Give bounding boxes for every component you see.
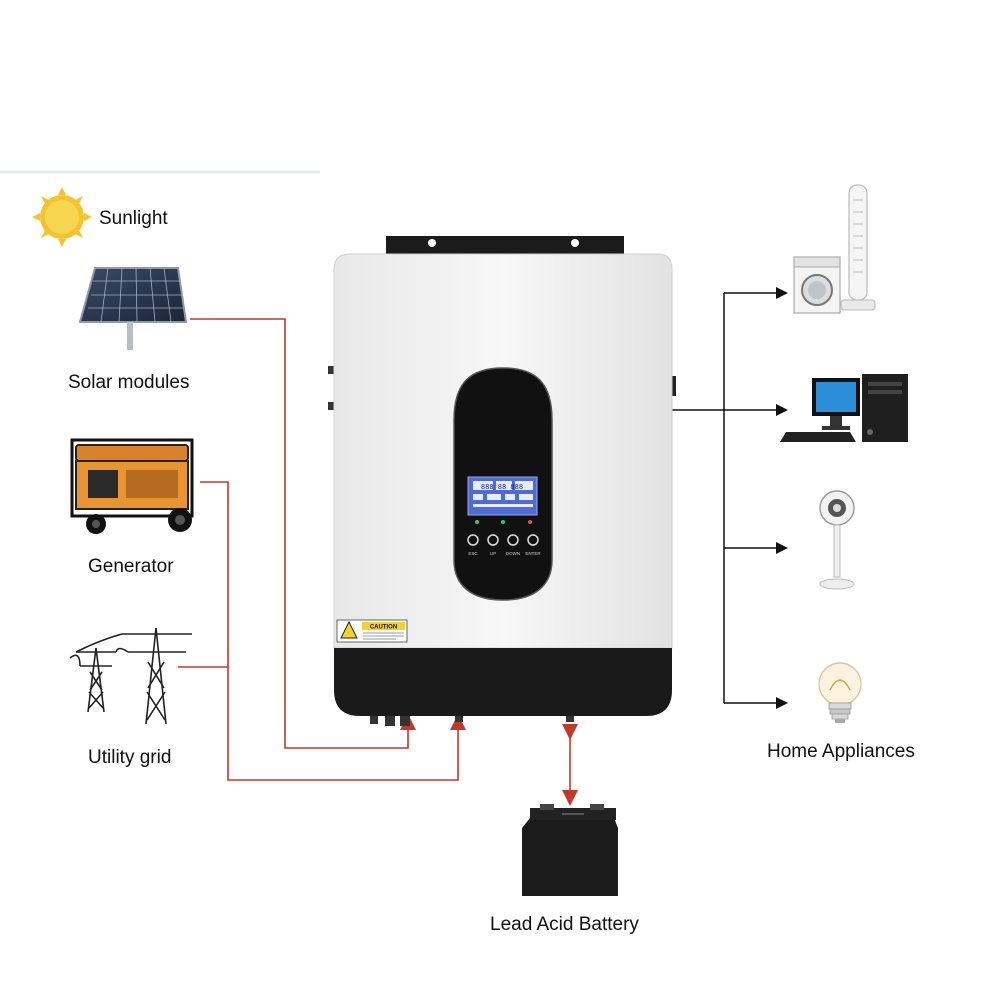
panel-buttons — [467, 534, 539, 546]
enter-button[interactable] — [527, 534, 539, 546]
esc-button[interactable] — [467, 534, 479, 546]
solar-modules-label: Solar modules — [68, 372, 190, 393]
inverter-base — [334, 648, 672, 716]
utility-grid-label: Utility grid — [88, 747, 172, 768]
washing-machine-icon — [793, 256, 841, 314]
caution-label: CAUTION — [336, 619, 408, 643]
lead-acid-battery-label: Lead Acid Battery — [490, 914, 639, 935]
warning-icon — [340, 620, 358, 639]
up-label: UP — [490, 551, 496, 556]
pedestal-fan-icon — [819, 490, 855, 590]
enter-label: ENTER — [525, 551, 541, 556]
down-label: DOWN — [506, 551, 520, 556]
sunlight-label: Sunlight — [99, 208, 168, 229]
computer-icon — [780, 374, 908, 442]
esc-label: ESC — [468, 551, 478, 556]
inverter: 888 88 888 ESC UP DOWN ENTER CAUTION — [328, 236, 676, 726]
input-lines — [178, 318, 578, 806]
lcd-readout: 888 88 888 — [481, 483, 523, 491]
down-button[interactable] — [507, 534, 519, 546]
up-button[interactable] — [487, 534, 499, 546]
utility-grid-icon — [69, 627, 192, 725]
generator-line — [200, 481, 466, 781]
output-lines — [672, 287, 788, 709]
battery-icon — [522, 804, 618, 896]
tower-fan-icon — [840, 184, 876, 311]
svg-text:CAUTION: CAUTION — [370, 625, 397, 631]
sun-icon — [32, 187, 92, 247]
home-appliances-label: Home Appliances — [767, 741, 915, 762]
mounting-bracket — [386, 236, 624, 258]
light-bulb-icon — [818, 662, 862, 723]
solar-panel-icon — [78, 267, 188, 350]
generator-icon — [70, 438, 194, 534]
solar-line — [190, 318, 416, 749]
generator-label: Generator — [88, 556, 174, 577]
